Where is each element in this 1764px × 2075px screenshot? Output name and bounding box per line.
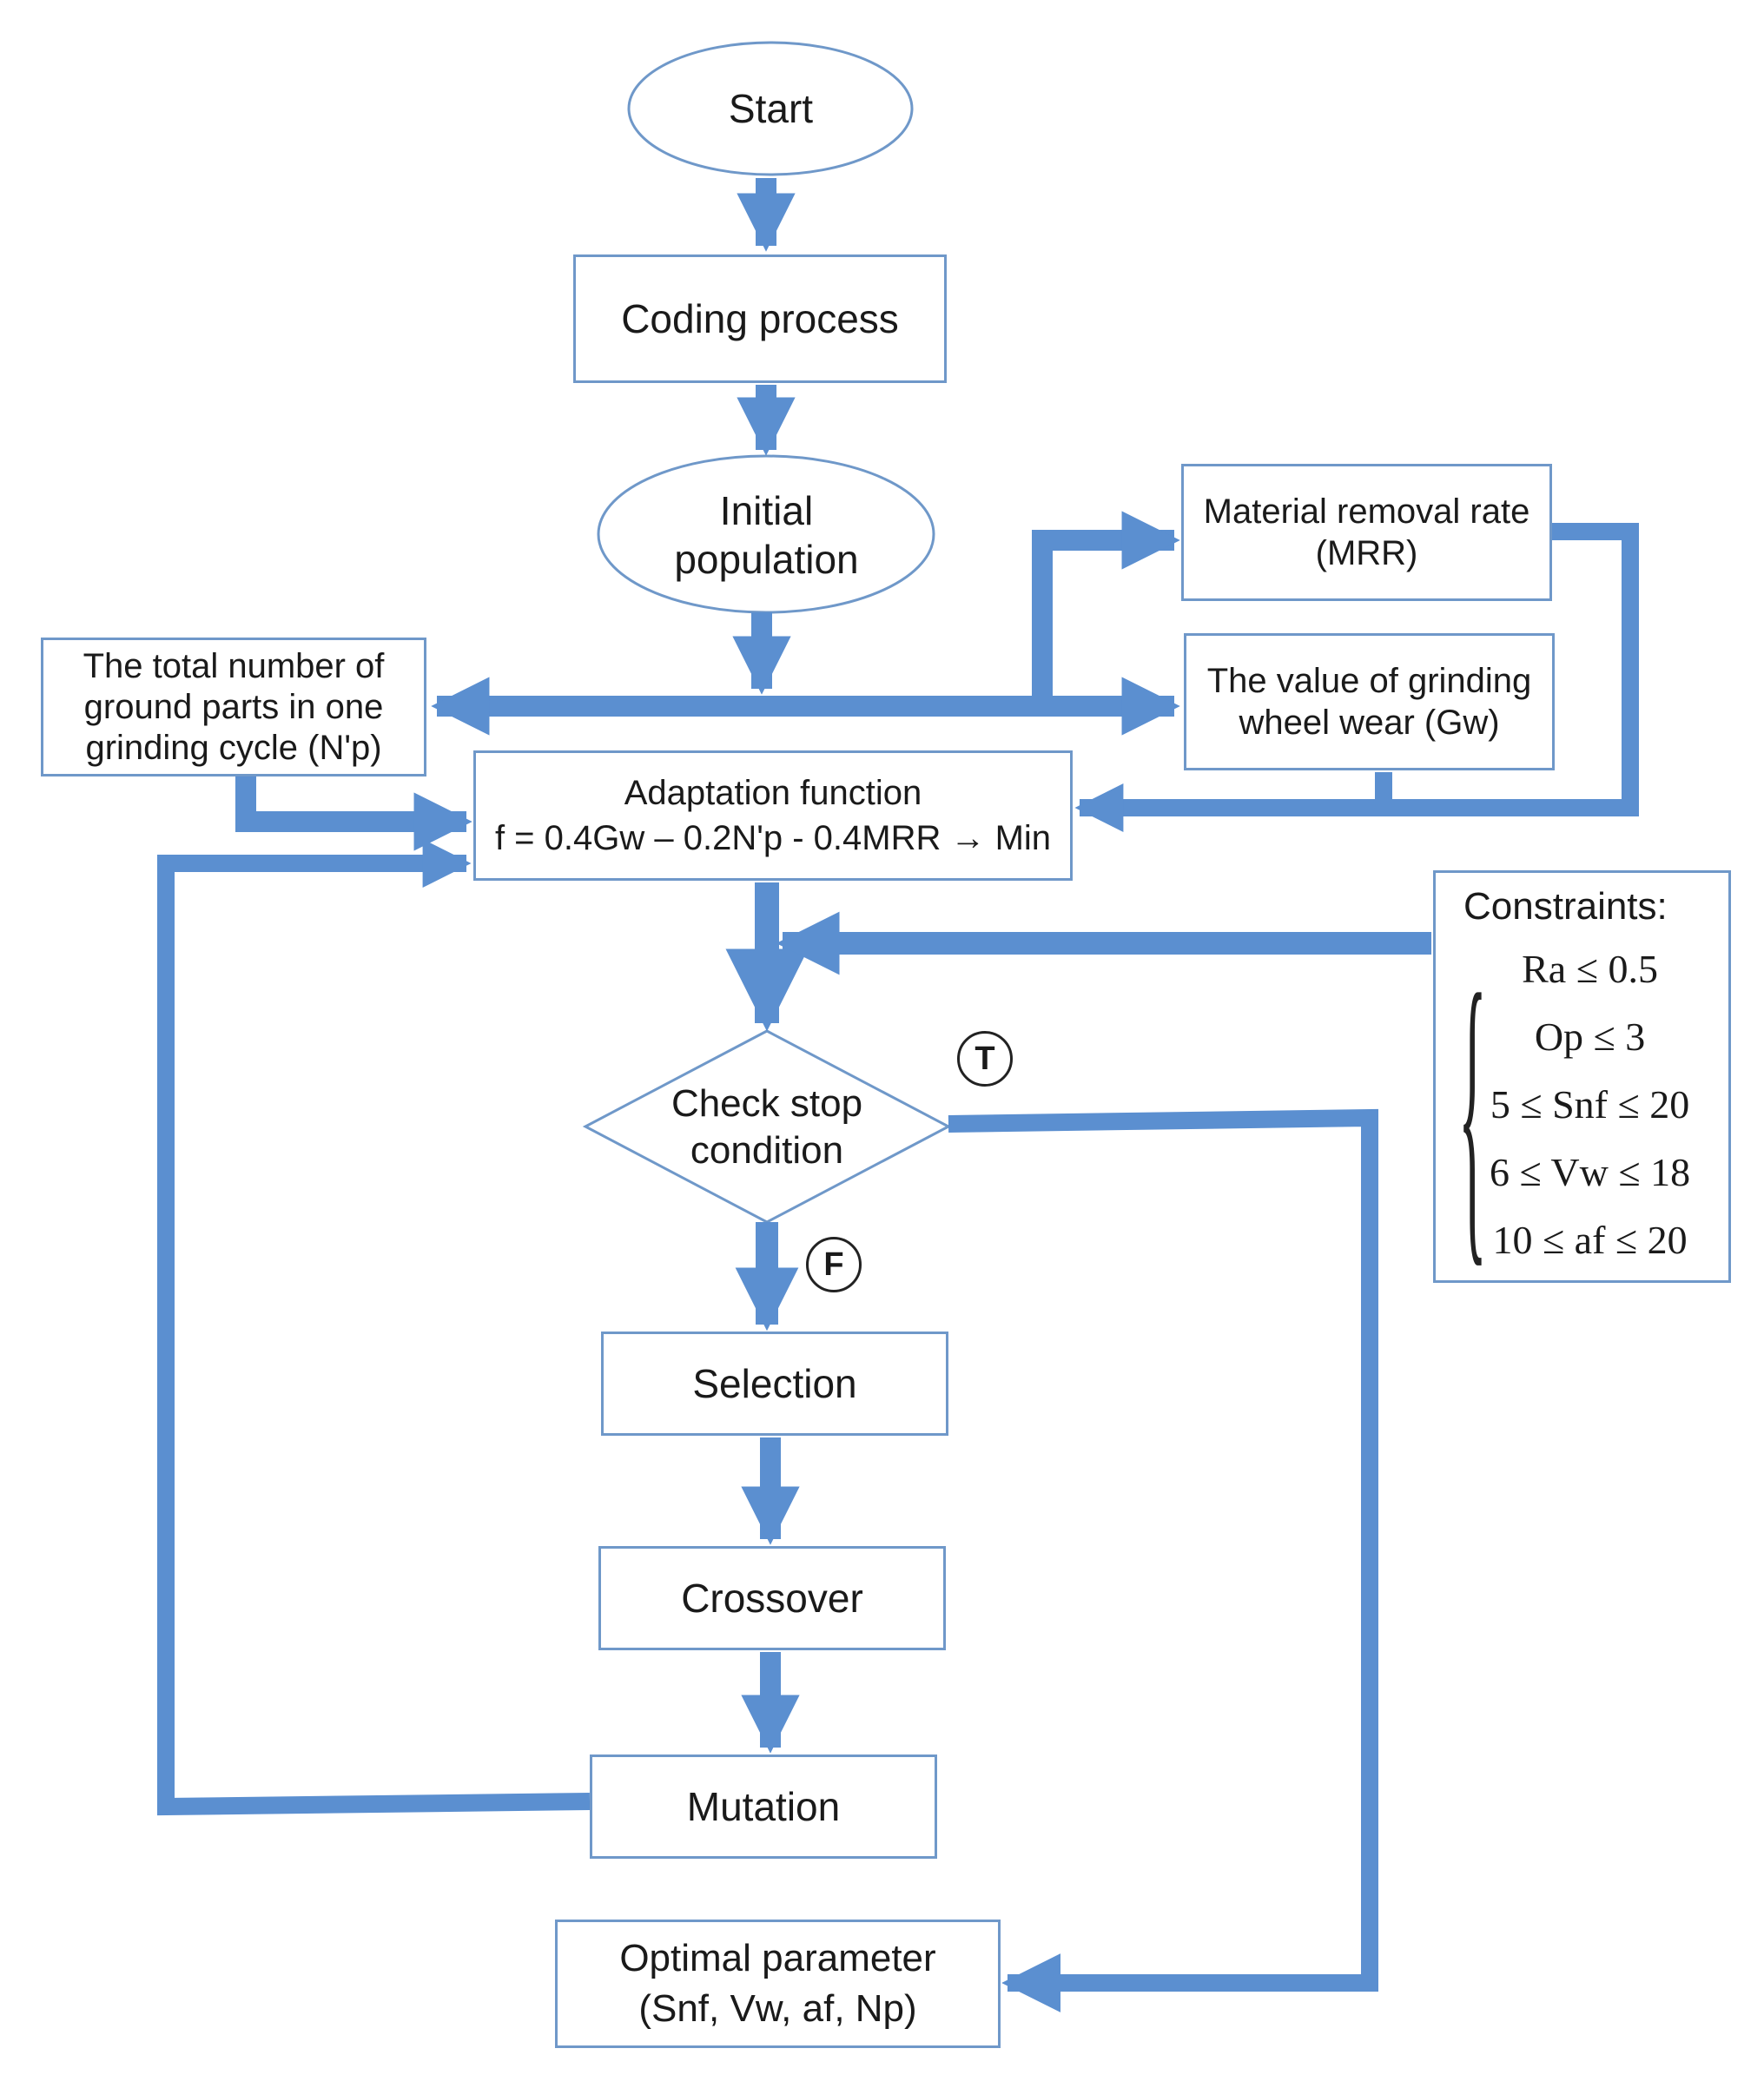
- check-line-2: condition: [690, 1129, 844, 1172]
- optimal-parameter-box: Optimal parameter (Snf, Vw, af, Np): [555, 1920, 1001, 2048]
- selection-box: Selection: [601, 1332, 948, 1436]
- arrow-np-to-adaptation: [235, 776, 472, 851]
- np-line-3: grinding cycle (N'p): [85, 728, 382, 767]
- adaptation-title: Adaptation function: [624, 774, 922, 812]
- constraint-ra: Ra ≤ 0.5: [1522, 947, 1658, 991]
- constraints-list: Ra ≤ 0.5 Op ≤ 3 5 ≤ Snf ≤ 20 6 ≤ Vw ≤ 18…: [1490, 935, 1690, 1274]
- mutation-box: Mutation: [590, 1754, 937, 1859]
- constraints-box: Constraints: { Ra ≤ 0.5 Op ≤ 3 5 ≤ Snf ≤…: [1433, 870, 1731, 1283]
- initial-population-node: Initial population: [599, 458, 934, 612]
- constraint-vw: 6 ≤ Vw ≤ 18: [1490, 1150, 1691, 1194]
- grinding-wheel-wear-box: The value of grinding wheel wear (Gw): [1184, 633, 1555, 770]
- adaptation-function-box: Adaptation function f = 0.4Gw – 0.2N'p -…: [473, 750, 1073, 881]
- gw-line-1: The value of grinding: [1206, 662, 1532, 700]
- arrow-check-true-to-optimal: [948, 1108, 1378, 2013]
- coding-process-label: Coding process: [621, 296, 899, 341]
- optimal-line-1: Optimal parameter: [619, 1937, 936, 1979]
- optimal-line-2: (Snf, Vw, af, Np): [638, 1987, 917, 2030]
- adaptation-formula: f = 0.4Gw – 0.2N'p - 0.4MRR → Min: [494, 819, 1052, 857]
- start-node: Start: [629, 43, 913, 174]
- false-label: F: [823, 1246, 844, 1283]
- mutation-label: Mutation: [686, 1784, 841, 1829]
- np-line-1: The total number of: [83, 646, 385, 685]
- mrr-line-1: Material removal rate: [1203, 492, 1530, 531]
- coding-process-box: Coding process: [573, 254, 947, 383]
- constraint-af: 10 ≤ af ≤ 20: [1492, 1218, 1688, 1262]
- false-badge: F: [806, 1237, 862, 1292]
- arrow-mutation-feedback: [157, 839, 591, 1816]
- initial-population-line-2: population: [674, 537, 859, 582]
- arrow-mrr-gw-to-adaptation: [1074, 523, 1639, 832]
- constraint-snf: 5 ≤ Snf ≤ 20: [1490, 1082, 1690, 1127]
- ground-parts-box: The total number of ground parts in one …: [41, 638, 426, 776]
- constraints-title: Constraints:: [1463, 885, 1668, 928]
- true-label: T: [974, 1040, 995, 1077]
- constraint-op: Op ≤ 3: [1534, 1014, 1646, 1059]
- selection-label: Selection: [692, 1361, 857, 1406]
- mrr-box: Material removal rate (MRR): [1181, 464, 1552, 601]
- crossover-label: Crossover: [681, 1576, 863, 1621]
- start-ellipse: [627, 41, 914, 176]
- constraints-brace: {: [1458, 928, 1487, 1293]
- mrr-line-2: (MRR): [1315, 534, 1418, 572]
- arrow-to-mrr: [1032, 511, 1180, 706]
- np-line-2: ground parts in one: [83, 687, 384, 726]
- initial-population-line-1: Initial: [719, 488, 814, 533]
- check-line-1: Check stop: [671, 1082, 863, 1125]
- crossover-box: Crossover: [598, 1546, 946, 1650]
- check-stop-condition-node: Check stop condition: [585, 1034, 948, 1221]
- gw-line-2: wheel wear (Gw): [1239, 704, 1500, 742]
- start-label: Start: [728, 86, 814, 131]
- true-badge: T: [957, 1031, 1013, 1087]
